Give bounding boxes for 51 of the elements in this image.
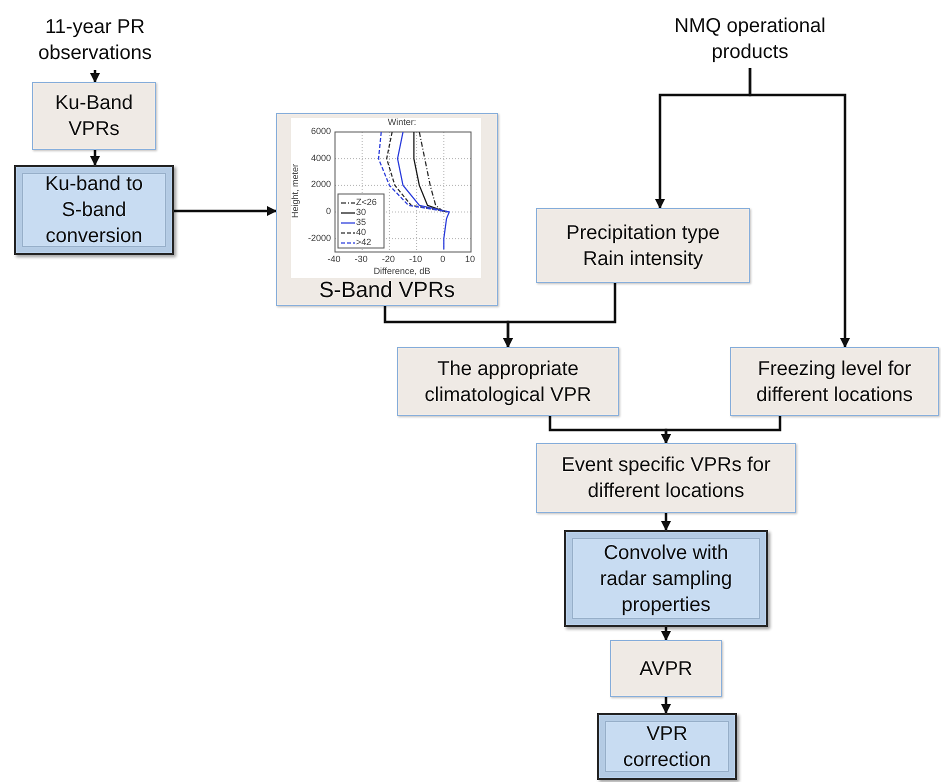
arrow <box>748 68 850 348</box>
arrow <box>90 70 100 83</box>
arrow <box>661 513 671 531</box>
curve-name: >42 <box>356 238 372 247</box>
box-text: The appropriate climatological VPR <box>424 356 592 408</box>
process-box <box>397 347 619 416</box>
tick-label: 0 <box>440 255 446 264</box>
box-text: Rain intensity <box>582 246 704 272</box>
box-text: Ku-Band VPRs <box>54 91 134 142</box>
tick-label: 10 <box>465 255 475 264</box>
box-text: Ku-band to S-band conversion <box>44 172 144 249</box>
box-text: VPR correction <box>622 722 712 772</box>
box-text: Event specific VPRs for different locations <box>560 453 772 504</box>
axis-title: Difference, dB <box>374 267 430 276</box>
process-box <box>536 443 796 513</box>
box-text: Convolve with radar sampling properties <box>598 540 734 618</box>
source-label: NMQ operational products <box>673 14 827 65</box>
curve-name: 40 <box>356 228 366 237</box>
arrow <box>174 206 277 216</box>
arrow <box>661 416 782 444</box>
process-box <box>14 165 174 255</box>
tick-label: 4000 <box>310 154 331 163</box>
source-label: 11-year PR observations <box>37 15 153 66</box>
process-box <box>32 82 156 150</box>
chart-title: Winter: <box>388 118 416 127</box>
arrow <box>90 150 100 166</box>
tick-label: -10 <box>409 255 422 264</box>
arrow <box>661 627 671 641</box>
process-box <box>597 713 737 780</box>
process-box <box>610 640 722 697</box>
curve-name: 35 <box>356 218 366 227</box>
tick-label: -20 <box>382 255 395 264</box>
process-box <box>730 347 939 416</box>
arrow <box>503 283 616 348</box>
box-text: AVPR <box>640 656 692 682</box>
tick-label: -30 <box>354 255 368 264</box>
tick-label: -2000 <box>308 234 331 243</box>
arrow <box>661 697 671 714</box>
tick-label: 0 <box>326 207 331 216</box>
process-box <box>564 530 768 627</box>
tick-label: 2000 <box>310 180 331 190</box>
tick-label: -40 <box>328 255 340 264</box>
process-box <box>536 208 750 283</box>
box-text: Precipitation type <box>566 220 720 246</box>
box-text: Freezing level for different locations <box>755 356 914 408</box>
axis-title: Height, meter <box>291 164 300 218</box>
tick-label: 6000 <box>310 127 331 136</box>
curve-name: 30 <box>356 208 366 217</box>
panel-caption: S-Band VPRs <box>319 276 455 304</box>
figure-panel <box>276 113 498 306</box>
curve-name: Z<26 <box>356 198 377 207</box>
